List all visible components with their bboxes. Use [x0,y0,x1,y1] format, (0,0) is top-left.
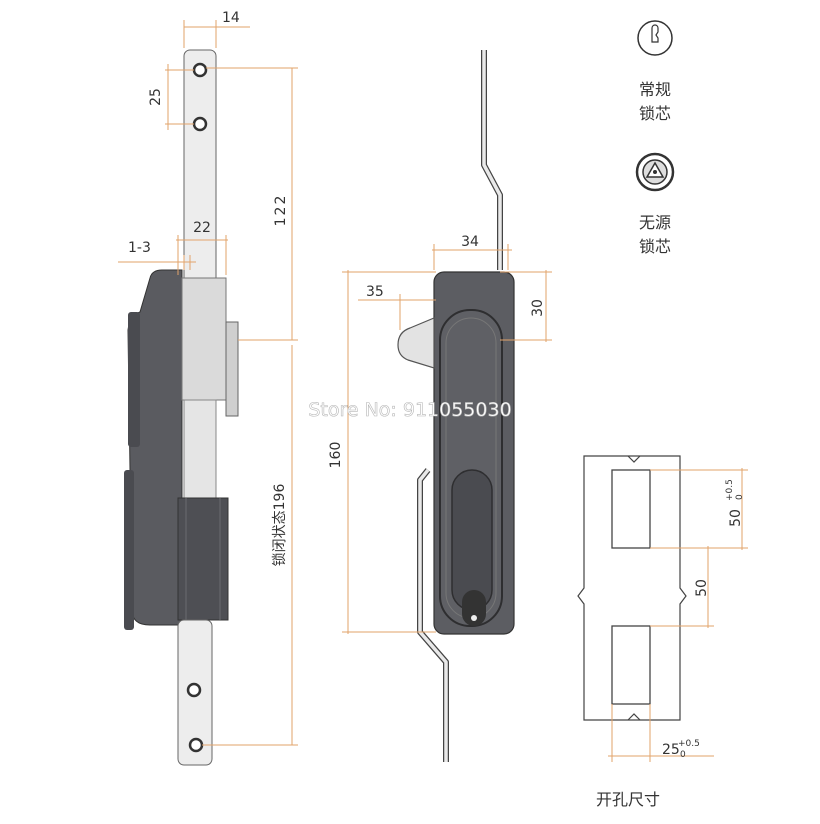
middle-bar [183,399,217,501]
handle-keyslot [462,590,486,626]
side-view [124,49,239,766]
dim-locked-length: 锁闭状态196 [272,484,288,567]
dim-hole-spacing: 25 [148,88,164,106]
dim-bar-width: 22 [193,220,211,236]
cutout-view: 50 +0.5 0 50 25 +0.5 0 开孔尺寸 [577,455,748,809]
legend-passive-line2: 锁芯 [639,237,671,256]
lower-hole [188,737,204,753]
mount-plate [181,277,227,401]
dim-offset: 1-3 [128,240,151,256]
legend-regular-line1: 常规 [639,80,671,99]
handle-grip [451,469,493,611]
housing-edge [124,470,134,630]
upper-hole [192,116,208,132]
dim-body-length: 160 [328,442,344,469]
plate-flange [225,321,239,417]
front-view-dimensions: 34 35 30 160 [328,234,552,634]
side-view-dimensions: 14 25 122 22 1-3 锁闭状态196 [118,10,298,746]
lower-hole [186,682,202,698]
cutout-title: 开孔尺寸 [596,790,660,809]
front-view [397,50,515,762]
triangle-cylinder-icon [635,152,675,192]
legend: 常规 锁芯 无源 锁芯 [635,20,675,256]
dim-top-width: 14 [222,10,240,26]
latch-tongue [397,317,435,369]
cutout-upper [611,469,651,549]
dim-cutout-height: 50 [728,509,744,527]
store-watermark: Store No: 911055030 [308,399,511,421]
legend-passive-line1: 无源 [639,213,671,232]
cutout-lower [611,625,651,705]
upper-bar [183,49,217,286]
upper-hole [192,62,208,78]
tol-width-lower: 0 [680,750,686,760]
dim-cutout-gap: 50 [694,579,710,597]
tol-width-upper: +0.5 [678,739,700,749]
key-cylinder-icon [637,20,673,56]
dim-body-width: 34 [461,234,479,250]
dim-cutout-width: 25 [662,742,680,758]
dim-upper-length: 122 [273,194,289,227]
tol-lower: 0 [735,494,745,500]
dim-handle-height: 30 [530,299,546,317]
dim-handle-offset: 35 [366,284,384,300]
tol-upper: +0.5 [725,479,735,501]
housing-edge [128,312,140,447]
legend-regular-line2: 锁芯 [639,104,671,123]
